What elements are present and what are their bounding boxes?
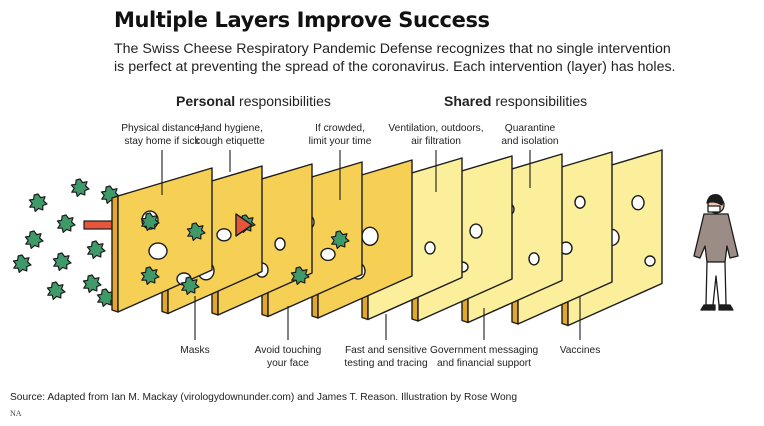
label-masks: Masks xyxy=(180,345,210,356)
label-if-crowded: If crowded,limit your time xyxy=(308,123,372,147)
cheese-slice-edge xyxy=(111,195,119,313)
cheese-hole xyxy=(574,195,586,209)
cheese-slices xyxy=(111,149,663,327)
subtitle-line-2: is perfect at preventing the spread of t… xyxy=(114,59,676,75)
person-figure xyxy=(693,194,739,311)
subtitle-line-1: The Swiss Cheese Respiratory Pandemic De… xyxy=(114,41,671,57)
cheese-hole xyxy=(469,223,483,239)
label-leader-lines xyxy=(161,150,581,340)
shared-heading: Shared responsibilities xyxy=(444,93,588,109)
label-physical-distance: Physical distance,stay home if sick xyxy=(121,123,203,147)
personal-heading: Personal responsibilities xyxy=(176,93,331,109)
cheese-hole xyxy=(644,255,656,267)
cheese-hole xyxy=(216,228,232,242)
cheese-hole xyxy=(320,247,336,262)
arrow-head xyxy=(235,213,253,237)
virus-cloud xyxy=(12,178,120,307)
label-vaccines: Vaccines xyxy=(559,345,601,356)
cheese-hole xyxy=(424,241,436,255)
page-title: Multiple Layers Improve Success xyxy=(114,8,490,32)
label-hand-hygiene: Hand hygiene,cough etiquette xyxy=(195,123,265,147)
label-ventilation: Ventilation, outdoors,air filtration xyxy=(388,123,484,147)
cheese-hole xyxy=(528,252,540,266)
source-note: Source: Adapted from Ian M. Mackay (viro… xyxy=(10,392,517,403)
cheese-hole xyxy=(274,237,286,251)
credit-note: NA xyxy=(10,409,22,418)
cheese-hole xyxy=(361,226,379,246)
cheese-hole xyxy=(148,242,168,260)
cheese-hole xyxy=(631,195,645,211)
page-subtitle: The Swiss Cheese Respiratory Pandemic De… xyxy=(114,40,714,76)
